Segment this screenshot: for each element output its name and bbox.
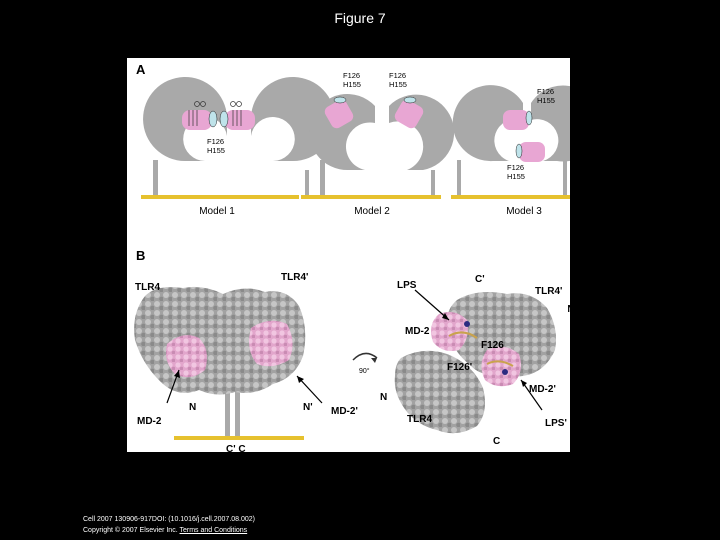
label-tlr4-prime: TLR4' xyxy=(281,272,308,283)
figure-title: Figure 7 xyxy=(334,10,386,26)
label-md2-prime: MD-2' xyxy=(529,384,556,395)
residue-label: F126 xyxy=(537,87,554,96)
copyright-text: Copyright © 2007 Elsevier Inc. xyxy=(83,527,178,534)
label-c: C xyxy=(493,436,500,447)
label-tlr4: TLR4 xyxy=(407,414,432,425)
rotation-label: 90° xyxy=(359,367,370,375)
label-n-prime: N' xyxy=(303,402,313,413)
panel-a-label: A xyxy=(136,62,146,77)
residue-label: F126 xyxy=(389,71,406,80)
model-2-diagram: F126 H155 F126 H155 xyxy=(301,71,455,199)
panel-b-label: B xyxy=(136,248,145,263)
model-3-diagram: F126 H155 F126 H155 xyxy=(451,85,602,199)
model-2-label: Model 2 xyxy=(354,206,390,217)
label-f126-prime: F126' xyxy=(447,362,472,373)
label-n-prime: N' xyxy=(567,304,570,315)
label-c-pair: C' C xyxy=(226,444,246,452)
label-md2-prime: MD-2' xyxy=(331,406,358,417)
label-md2: MD-2 xyxy=(137,416,162,427)
label-tlr4: TLR4 xyxy=(135,282,160,293)
copyright-line: Copyright © 2007 Elsevier Inc. Terms and… xyxy=(83,525,255,536)
footer: Cell 2007 130906-917DOI: (10.1016/j.cell… xyxy=(83,514,255,536)
residue-label: F126 xyxy=(507,163,524,172)
label-md2: MD-2 xyxy=(405,326,430,337)
label-f126: F126 xyxy=(481,340,504,351)
residue-label: F126 xyxy=(207,137,224,146)
label-lps: LPS xyxy=(397,280,417,291)
residue-label: F126 xyxy=(343,71,360,80)
model-3-label: Model 3 xyxy=(506,206,542,217)
label-n: N xyxy=(189,402,196,413)
terms-link[interactable]: Terms and Conditions xyxy=(179,527,248,534)
left-structure: TLR4 TLR4' MD-2 MD-2' N N' C' C xyxy=(134,272,358,455)
figure-image: A F126 H155 Model 1 F126 H155 F126 H155 xyxy=(127,58,602,455)
residue-label: H155 xyxy=(207,146,225,155)
residue-label: H155 xyxy=(507,172,525,181)
label-lps-prime: LPS' xyxy=(545,418,567,429)
model-1-label: Model 1 xyxy=(199,206,235,217)
label-n: N xyxy=(380,392,387,403)
citation-text: Cell 2007 130906-917DOI: (10.1016/j.cell… xyxy=(83,516,256,523)
label-c-prime: C' xyxy=(475,274,485,285)
rotation-icon: 90° xyxy=(352,352,378,375)
residue-label: H155 xyxy=(537,96,555,105)
residue-label: H155 xyxy=(343,80,361,89)
label-tlr4-prime: TLR4' xyxy=(535,286,562,297)
right-structure: LPS C' TLR4' N' MD-2 F126 F126' MD-2' N … xyxy=(380,274,577,447)
residue-label: H155 xyxy=(389,80,407,89)
